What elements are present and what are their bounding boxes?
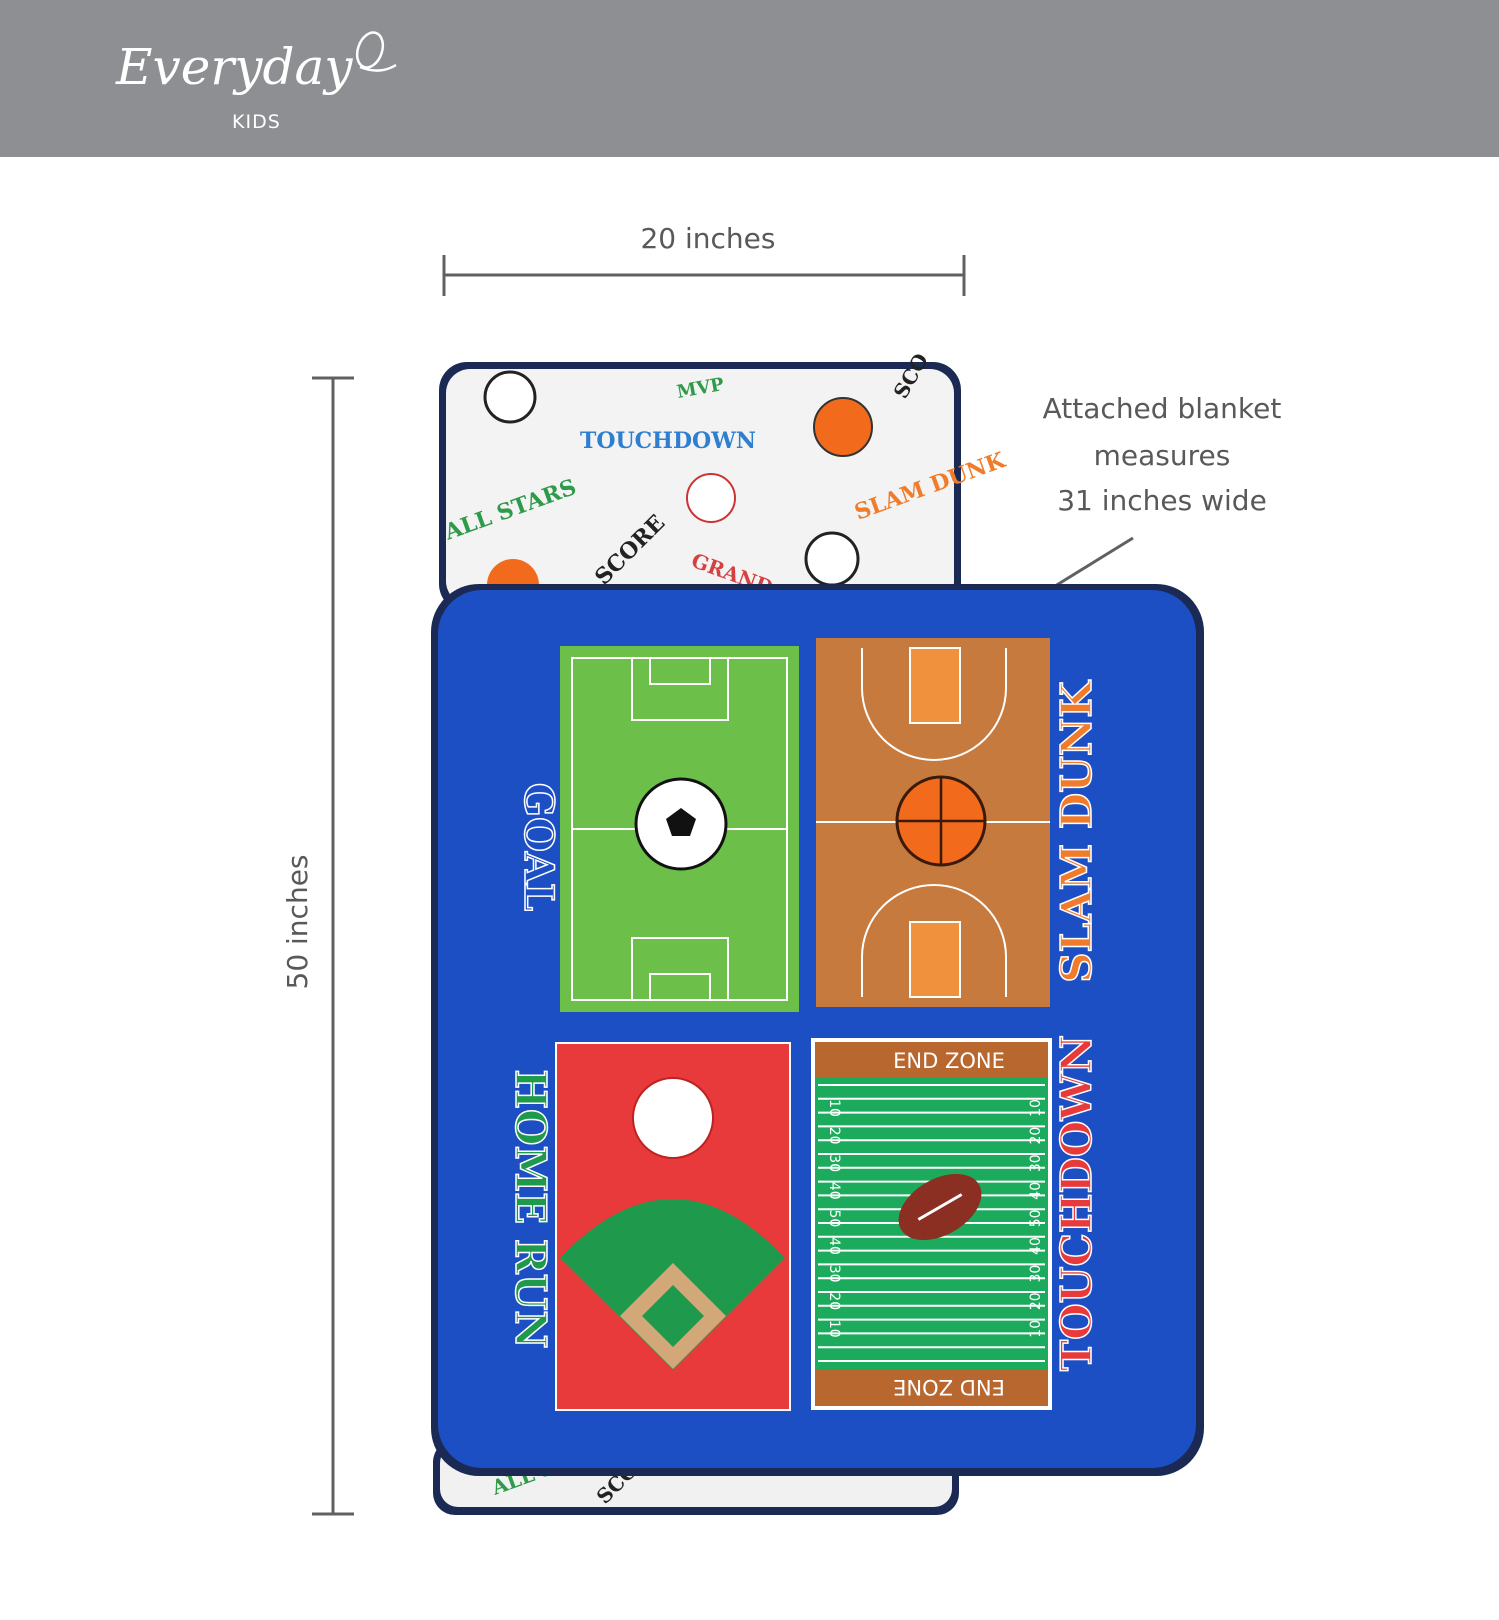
- yard-number: 40: [1028, 1182, 1044, 1200]
- logo-scribble-icon: [355, 31, 385, 69]
- annotation-line-3: 31 inches wide: [1057, 484, 1267, 517]
- basketball-icon: [813, 397, 873, 457]
- yard-number: 20: [1028, 1292, 1044, 1310]
- pillow: TOUCHDOWN ALL STARS SCORE SLAM DUNK MVP …: [439, 349, 1009, 612]
- yard-number: 10: [1028, 1099, 1044, 1117]
- touchdown-label: TOUCHDOWN: [1052, 1035, 1101, 1371]
- end-zone-top: END ZONE: [893, 1049, 1005, 1073]
- goal-label: GOAL: [515, 783, 562, 911]
- yard-number: 10: [1028, 1320, 1044, 1338]
- yard-number: 10: [826, 1320, 842, 1338]
- yard-number: 40: [826, 1182, 842, 1200]
- soccer-ball-icon: [483, 370, 537, 424]
- baseball-icon: [632, 1077, 714, 1159]
- basketball-panel: SLAM DUNK: [816, 638, 1102, 1007]
- annotation-line-1: Attached blanket: [1043, 392, 1282, 425]
- yard-number: 30: [1028, 1265, 1044, 1283]
- length-dimension-line: [312, 376, 354, 1516]
- blanket: GOAL SLAM DUNK: [431, 584, 1204, 1476]
- logo-sub: KIDS: [232, 111, 281, 133]
- yard-number: 30: [826, 1154, 842, 1172]
- everyday-kids-logo: Everyday KIDS: [115, 31, 397, 133]
- soccer-ball-icon: [804, 531, 860, 587]
- yard-number: 40: [1028, 1237, 1044, 1255]
- yard-number: 20: [826, 1292, 842, 1310]
- baseball-panel: HOME RUN: [505, 1042, 791, 1411]
- logo-script: Everyday: [115, 38, 353, 96]
- brand-header: [0, 0, 1499, 157]
- football-icon: [898, 1173, 982, 1241]
- width-label: 20 inches: [640, 222, 775, 255]
- end-zone-bottom: END ZONE: [893, 1375, 1005, 1399]
- yard-number: 30: [1028, 1154, 1044, 1172]
- logo-swoosh: [359, 63, 397, 72]
- yard-number: 20: [826, 1127, 842, 1145]
- yard-number: 30: [826, 1265, 842, 1283]
- slam-dunk-label: SLAM DUNK: [1052, 680, 1101, 983]
- football-panel: END ZONE END ZONE 10 10 20 20 30 30 40 40 50 50 40…: [811, 1034, 1102, 1410]
- length-label: 50 inches: [281, 854, 314, 989]
- soccer-panel: GOAL: [514, 646, 799, 1012]
- yard-number: 50: [1028, 1209, 1044, 1227]
- width-dimension-line: [442, 255, 966, 296]
- pillow-print: TOUCHDOWN: [580, 428, 756, 454]
- home-run-label: HOME RUN: [506, 1069, 555, 1348]
- yard-number: 50: [826, 1209, 842, 1227]
- blanket-annotation: Attached blanket measures 31 inches wide: [960, 392, 1282, 646]
- yard-number: 10: [826, 1099, 842, 1117]
- baseball-icon: [686, 473, 736, 523]
- yard-number: 40: [826, 1237, 842, 1255]
- yard-number: 20: [1028, 1127, 1044, 1145]
- annotation-line-2: measures: [1094, 439, 1231, 472]
